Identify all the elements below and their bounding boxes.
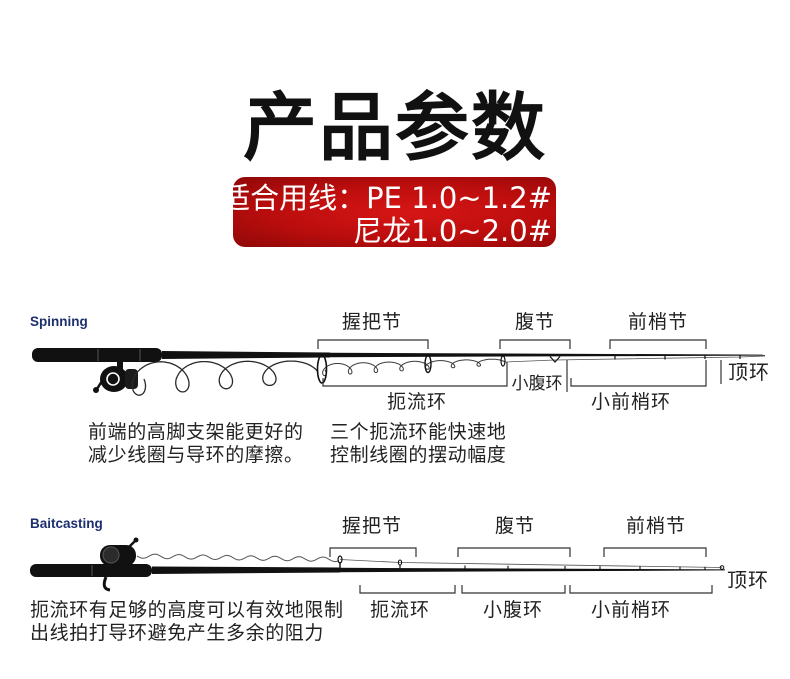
spinning-choke-note-line-2: 控制线圈的摆动幅度 bbox=[330, 444, 507, 466]
baitcasting-style-label: Baitcasting bbox=[30, 516, 103, 531]
baitcasting-tip-section-label: 前梢节 bbox=[625, 515, 687, 537]
spinning-line-coil-large bbox=[131, 360, 319, 396]
spinning-reel-rotor bbox=[106, 372, 120, 386]
baitcasting-tip-blank bbox=[340, 567, 725, 573]
spinning-guide-brackets bbox=[322, 360, 722, 392]
page-title: 产品参数 bbox=[243, 85, 547, 171]
baitcasting-guides bbox=[337, 555, 725, 570]
baitcasting-reel bbox=[100, 537, 139, 566]
baitcasting-tip-guide-bracket bbox=[569, 585, 713, 594]
baitcasting-line-to-tip bbox=[339, 559, 723, 568]
spinning-handle bbox=[32, 348, 162, 362]
spinning-style-label: Spinning bbox=[30, 314, 88, 329]
baitcasting-choke-guide-2-ring bbox=[397, 559, 403, 566]
baitcasting-section-brackets bbox=[329, 547, 707, 557]
spinning-reel-note-line-1: 前端的高脚支架能更好的 bbox=[88, 421, 304, 443]
spinning-tip-guide-label: 小前梢环 bbox=[590, 391, 672, 413]
baitcasting-choke-note: 扼流环有足够的高度可以有效地限制 出线拍打导环避免产生多余的阻力 bbox=[30, 599, 344, 645]
spinning-reel-foot bbox=[117, 360, 123, 369]
spinning-choke-bracket bbox=[322, 362, 508, 387]
spinning-grip-bracket bbox=[317, 339, 429, 349]
spinning-reel-handle-knob bbox=[93, 387, 99, 393]
spinning-line-coil-small bbox=[322, 358, 506, 377]
spinning-butt-blank bbox=[162, 351, 330, 359]
spinning-choke-guide-ring-3 bbox=[500, 355, 506, 367]
baitcasting-tip-guide-label: 小前梢环 bbox=[590, 599, 672, 621]
line-spec-pe: 适合用线：PE 1.0~1.2# bbox=[221, 181, 552, 215]
baitcasting-choke-guide-label: 扼流环 bbox=[369, 599, 431, 621]
baitcasting-belly-section-label: 腹节 bbox=[494, 515, 536, 537]
spinning-tip-blank bbox=[330, 352, 765, 358]
baitcasting-note-line-2: 出线拍打导环避免产生多余的阻力 bbox=[30, 622, 325, 644]
spinning-choke-note-line-1: 三个扼流环能快速地 bbox=[330, 421, 507, 443]
spinning-tip-bracket bbox=[609, 339, 707, 349]
baitcasting-reel-handle-arm bbox=[128, 540, 136, 548]
spinning-section-brackets bbox=[317, 339, 707, 349]
baitcasting-top-guide-label: 顶环 bbox=[727, 568, 769, 592]
baitcasting-choke-bracket bbox=[359, 585, 456, 594]
spinning-line-to-tip bbox=[504, 355, 766, 363]
baitcasting-reel-handle-knob bbox=[133, 537, 139, 543]
baitcasting-belly-bracket bbox=[457, 547, 571, 557]
baitcasting-tip-bracket bbox=[603, 547, 707, 557]
spinning-belly-guide bbox=[549, 356, 561, 363]
spinning-reel bbox=[93, 360, 138, 393]
baitcasting-handle bbox=[30, 564, 152, 577]
baitcasting-trigger bbox=[102, 576, 111, 592]
baitcasting-belly-guide-bracket bbox=[461, 585, 566, 594]
spinning-top-guide-label: 顶环 bbox=[728, 360, 770, 384]
spinning-guides bbox=[316, 354, 741, 384]
line-spec-box: 适合用线：PE 1.0~1.2# 尼龙1.0~2.0# bbox=[221, 177, 556, 248]
baitcasting-grip-section-label: 握把节 bbox=[341, 515, 403, 537]
baitcasting-guide-brackets bbox=[359, 585, 713, 594]
baitcasting-line-wave bbox=[136, 553, 340, 563]
spinning-reel-note-line-2: 减少线圈与导环的摩擦。 bbox=[88, 444, 304, 466]
spinning-choke-guide-ring-1 bbox=[316, 354, 328, 384]
baitcasting-top-guide bbox=[719, 565, 725, 570]
baitcasting-choke-guide-1-ring bbox=[337, 555, 343, 564]
baitcasting-note-line-1: 扼流环有足够的高度可以有效地限制 bbox=[30, 599, 344, 621]
spinning-tip-guide-bracket bbox=[570, 360, 707, 387]
spinning-rod bbox=[32, 348, 765, 362]
baitcasting-rod bbox=[30, 564, 725, 592]
baitcasting-butt-blank bbox=[152, 566, 340, 574]
line-spec-nylon: 尼龙1.0~2.0# bbox=[353, 214, 552, 248]
spinning-tip-section-label: 前梢节 bbox=[627, 311, 689, 333]
spinning-choke-guide-ring-2 bbox=[424, 354, 432, 374]
spinning-grip-section-label: 握把节 bbox=[341, 311, 403, 333]
baitcasting-reel-side-plate bbox=[102, 546, 120, 564]
spinning-reel-spool bbox=[125, 369, 138, 389]
spinning-choke-note: 三个扼流环能快速地 控制线圈的摆动幅度 bbox=[330, 421, 506, 467]
spinning-choke-guide-label: 扼流环 bbox=[386, 391, 448, 413]
spinning-belly-guide-label: 小腹环 bbox=[511, 374, 563, 394]
spinning-belly-bracket bbox=[499, 339, 571, 349]
spinning-reel-body bbox=[100, 366, 128, 392]
baitcasting-belly-guide-label: 小腹环 bbox=[482, 599, 544, 621]
spinning-reel-note: 前端的高脚支架能更好的 减少线圈与导环的摩擦。 bbox=[88, 421, 304, 467]
baitcasting-grip-bracket bbox=[329, 547, 417, 557]
spinning-belly-section-label: 腹节 bbox=[514, 311, 556, 333]
